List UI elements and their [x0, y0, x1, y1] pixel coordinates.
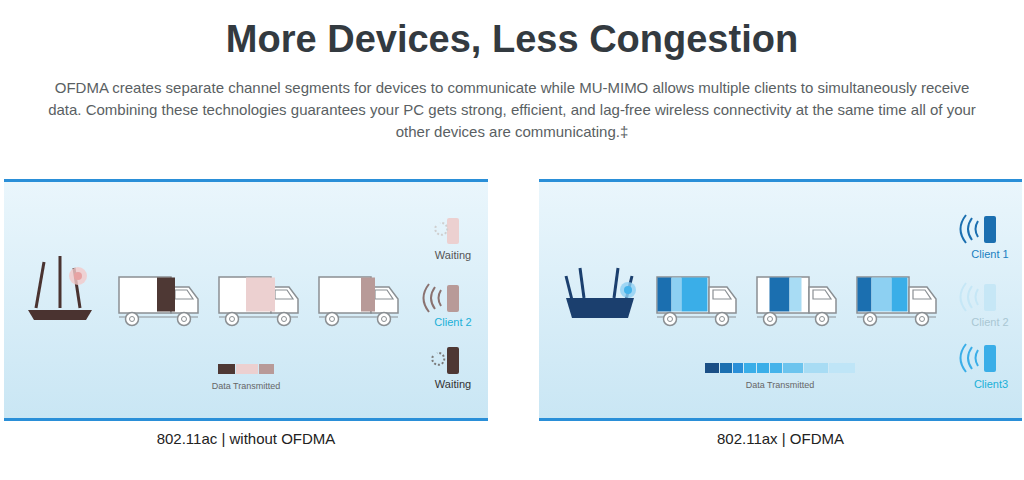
- phone-icon: [961, 283, 997, 311]
- phone-icon: [961, 215, 997, 243]
- truck: [219, 277, 298, 326]
- bar-label: Data Transmitted: [212, 381, 281, 391]
- status-label: Waiting: [435, 249, 471, 261]
- truck: [657, 277, 736, 326]
- panel-caption: 802.11ax | OFDMA: [539, 430, 1022, 447]
- router-icon: [566, 268, 636, 318]
- phone-icon: [432, 347, 459, 374]
- data-bar: [218, 364, 274, 374]
- router-icon: [28, 256, 92, 320]
- panel-rule: [539, 179, 1022, 182]
- page-title: More Devices, Less Congestion: [0, 18, 1024, 61]
- panel-rule: [4, 179, 488, 182]
- truck: [757, 277, 836, 326]
- panel-ground: [539, 181, 1022, 420]
- client-label: Client 1: [971, 248, 1008, 260]
- panel-ground: [4, 181, 488, 420]
- phone-icon: [435, 218, 459, 244]
- phone-icon: [424, 284, 460, 312]
- client-label: Client3: [974, 378, 1008, 390]
- client-label: Client 2: [971, 316, 1008, 328]
- truck: [119, 277, 198, 326]
- client-label: Client 2: [434, 316, 471, 328]
- data-bar: [705, 363, 855, 373]
- panel-caption: 802.11ac | without OFDMA: [4, 430, 488, 447]
- truck: [857, 277, 936, 326]
- status-label: Waiting: [435, 378, 471, 390]
- panel-rule: [539, 418, 1022, 421]
- intro-paragraph: OFDMA creates separate channel segments …: [47, 77, 977, 143]
- bar-label: Data Transmitted: [746, 380, 815, 390]
- phone-icon: [961, 344, 997, 372]
- panel-rule: [4, 418, 488, 421]
- truck: [319, 277, 398, 326]
